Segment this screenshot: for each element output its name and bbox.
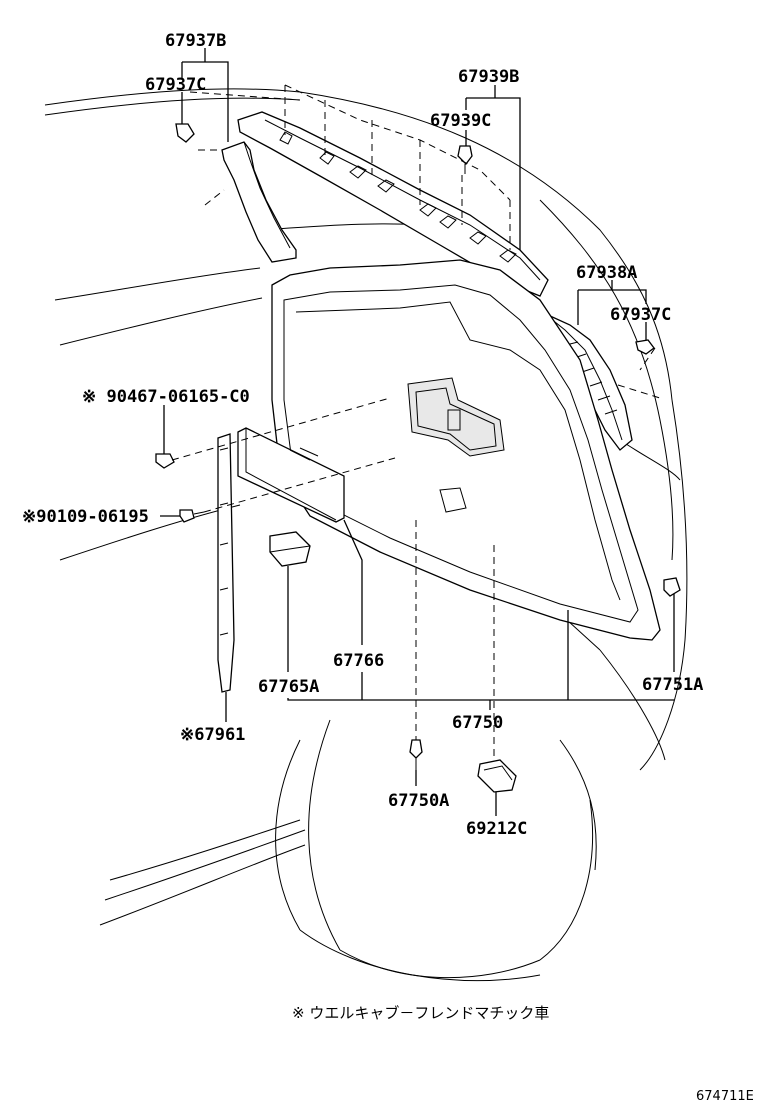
label-67765A: 67765A (258, 677, 319, 697)
label-67961: ※67961 (180, 725, 245, 745)
car-body-outline (44, 88, 688, 982)
label-67937C-left: 67937C (145, 75, 206, 95)
assembly-dashed-lines (171, 84, 661, 760)
switch-bezel (269, 531, 311, 567)
label-67751A: 67751A (642, 675, 703, 695)
label-67939C: 67939C (430, 111, 491, 131)
label-90467: ※ 90467-06165-C0 (82, 387, 250, 407)
back-door-trim-board (271, 259, 661, 641)
left-pillar-trim (221, 141, 297, 263)
label-67766: 67766 (333, 651, 384, 671)
garnish-strip (217, 433, 235, 693)
label-67937B: 67937B (165, 31, 226, 51)
label-90109: ※90109-06195 (22, 507, 149, 527)
cover-panel (237, 427, 345, 523)
label-67750: 67750 (452, 713, 503, 733)
label-67937C-right: 67937C (610, 305, 671, 325)
diagram-code: 674711E (696, 1089, 754, 1104)
label-67750A: 67750A (388, 791, 449, 811)
label-69212C: 69212C (466, 819, 527, 839)
label-67938A: 67938A (576, 263, 637, 283)
footnote: ※ ウエルキャブ－フレンドマチック車 (292, 1004, 549, 1022)
leader-lines (160, 48, 675, 816)
label-67939B: 67939B (458, 67, 519, 87)
part-labels: 67937B 67937C 67939B 67939C 67938A 67937… (22, 31, 703, 839)
fasteners (155, 123, 681, 793)
